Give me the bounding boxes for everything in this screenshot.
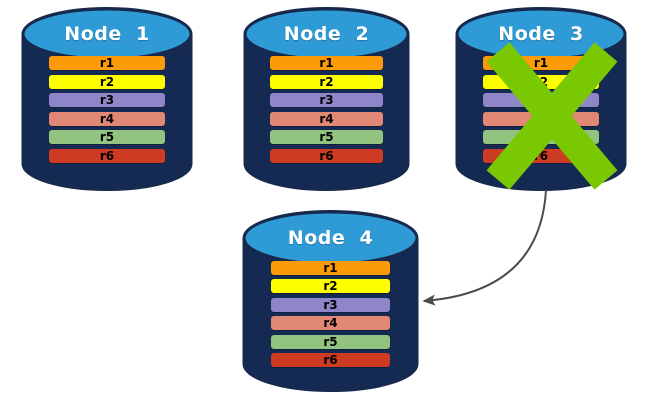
- record-bar-r3[interactable]: r3: [271, 297, 390, 312]
- replication-arrow: [422, 189, 547, 306]
- record-bar-r6[interactable]: r6: [270, 148, 383, 163]
- record-bar-r2[interactable]: r2: [271, 279, 390, 294]
- record-bar-r4[interactable]: r4: [271, 316, 390, 331]
- record-bar-r6[interactable]: r6: [271, 353, 390, 368]
- record-bar-r5[interactable]: r5: [49, 130, 165, 145]
- cylinder-top-ellipse: [244, 8, 409, 60]
- record-bar-r6[interactable]: r6: [49, 148, 165, 163]
- record-bar-r1[interactable]: r1: [49, 56, 165, 71]
- record-bar-r3[interactable]: r3: [483, 93, 599, 108]
- record-bar-r5[interactable]: r5: [483, 130, 599, 145]
- record-bar-r6[interactable]: r6: [483, 148, 599, 163]
- record-bar-r5[interactable]: r5: [270, 130, 383, 145]
- record-bar-r3[interactable]: r3: [270, 93, 383, 108]
- record-bar-r1[interactable]: r1: [270, 56, 383, 71]
- record-bar-r2[interactable]: r2: [483, 74, 599, 89]
- record-bar-r1[interactable]: r1: [483, 56, 599, 71]
- record-bar-r4[interactable]: r4: [49, 111, 165, 126]
- record-bar-r1[interactable]: r1: [271, 260, 390, 275]
- record-bar-r4[interactable]: r4: [483, 111, 599, 126]
- record-bar-r5[interactable]: r5: [271, 334, 390, 349]
- record-bar-r4[interactable]: r4: [270, 111, 383, 126]
- record-bar-r2[interactable]: r2: [270, 74, 383, 89]
- cylinder-top-ellipse: [22, 8, 192, 60]
- record-bar-r2[interactable]: r2: [49, 74, 165, 89]
- cylinder-top-ellipse: [456, 8, 626, 60]
- record-bar-r3[interactable]: r3: [49, 93, 165, 108]
- cylinder-top-ellipse: [243, 211, 418, 265]
